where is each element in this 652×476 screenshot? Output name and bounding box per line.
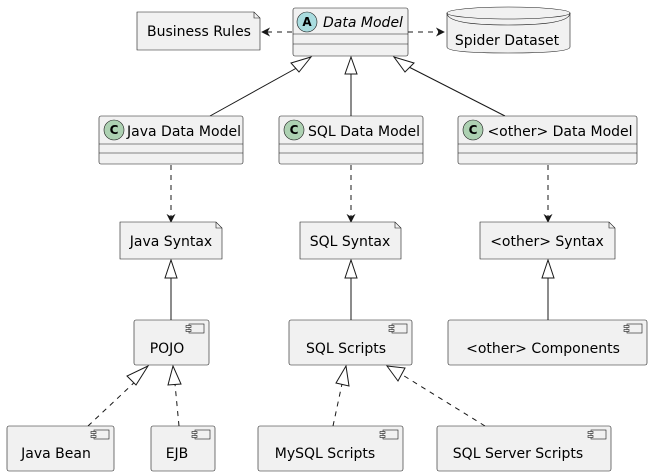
pojo-label: POJO xyxy=(150,341,185,357)
component-icon xyxy=(587,429,607,440)
mysql-scripts-label: MySQL Scripts xyxy=(275,446,375,462)
data-model-label: Data Model xyxy=(323,15,403,31)
realize-line-sqlserver xyxy=(400,373,486,427)
svg-text:A: A xyxy=(302,15,312,29)
sql-data-model-label: SQL Data Model xyxy=(308,124,420,140)
data-model-abstract-class: A Data Model xyxy=(292,7,409,57)
component-icon xyxy=(379,429,399,440)
ejb-component: EJB xyxy=(150,425,216,472)
java-bean-component: Java Bean xyxy=(6,425,115,472)
inherit-triangle-sql xyxy=(344,55,358,75)
component-icon xyxy=(623,323,643,334)
spider-dataset-database: Spider Dataset xyxy=(446,6,571,54)
other-syntax-label: <other> Syntax xyxy=(490,234,604,250)
inherit-triangle-java xyxy=(290,56,313,73)
inherit-line-other xyxy=(404,64,506,117)
svg-text:C: C xyxy=(290,123,299,137)
java-data-model-class: C Java Data Model xyxy=(98,115,244,165)
java-bean-label: Java Bean xyxy=(20,446,91,462)
realize-triangle-pojo xyxy=(164,258,178,279)
svg-text:C: C xyxy=(469,123,478,137)
class-badge-icon xyxy=(283,119,305,141)
component-icon xyxy=(191,429,211,440)
realize-line-ejb xyxy=(174,383,180,427)
java-syntax-note: Java Syntax xyxy=(119,221,223,260)
realize-line-javabean xyxy=(87,378,139,427)
component-icon xyxy=(90,429,110,440)
class-badge-icon xyxy=(462,119,484,141)
sql-server-scripts-component: SQL Server Scripts xyxy=(436,425,612,472)
component-icon xyxy=(388,323,408,334)
realize-triangle-sqlscripts xyxy=(344,258,358,279)
realize-triangle-mysql xyxy=(335,364,350,387)
class-badge-icon xyxy=(103,119,125,141)
sql-syntax-note: SQL Syntax xyxy=(299,221,402,260)
java-syntax-label: Java Syntax xyxy=(129,234,212,250)
svg-text:C: C xyxy=(110,123,119,137)
other-components-label: <other> Components xyxy=(466,341,620,357)
realize-triangle-sqlserver xyxy=(385,365,406,382)
sql-scripts-label: SQL Scripts xyxy=(306,341,386,357)
sql-server-scripts-label: SQL Server Scripts xyxy=(453,446,583,462)
connectors xyxy=(87,27,555,427)
realize-triangle-ejb xyxy=(167,364,182,386)
mysql-scripts-component: MySQL Scripts xyxy=(257,425,404,472)
realize-triangle-javabean xyxy=(126,364,150,386)
java-data-model-label: Java Data Model xyxy=(126,124,241,140)
sql-data-model-class: C SQL Data Model xyxy=(278,115,424,165)
realize-triangle-othercomp xyxy=(541,258,555,279)
other-data-model-label: <other> Data Model xyxy=(487,124,632,140)
component-icon xyxy=(185,323,205,334)
other-data-model-class: C <other> Data Model xyxy=(457,115,638,165)
other-syntax-note: <other> Syntax xyxy=(479,221,616,260)
abstract-badge-icon xyxy=(296,11,318,33)
ejb-label: EJB xyxy=(166,446,189,462)
other-components-component: <other> Components xyxy=(447,319,648,366)
sql-scripts-component: SQL Scripts xyxy=(288,319,413,366)
inherit-line-java xyxy=(209,64,303,117)
realize-line-mysql xyxy=(332,383,343,427)
sql-syntax-label: SQL Syntax xyxy=(310,234,391,250)
spider-dataset-label: Spider Dataset xyxy=(455,33,560,49)
pojo-component: POJO xyxy=(133,319,210,366)
inherit-triangle-other xyxy=(392,56,415,73)
business-rules-note: Business Rules xyxy=(136,11,261,51)
business-rules-label: Business Rules xyxy=(147,24,251,40)
